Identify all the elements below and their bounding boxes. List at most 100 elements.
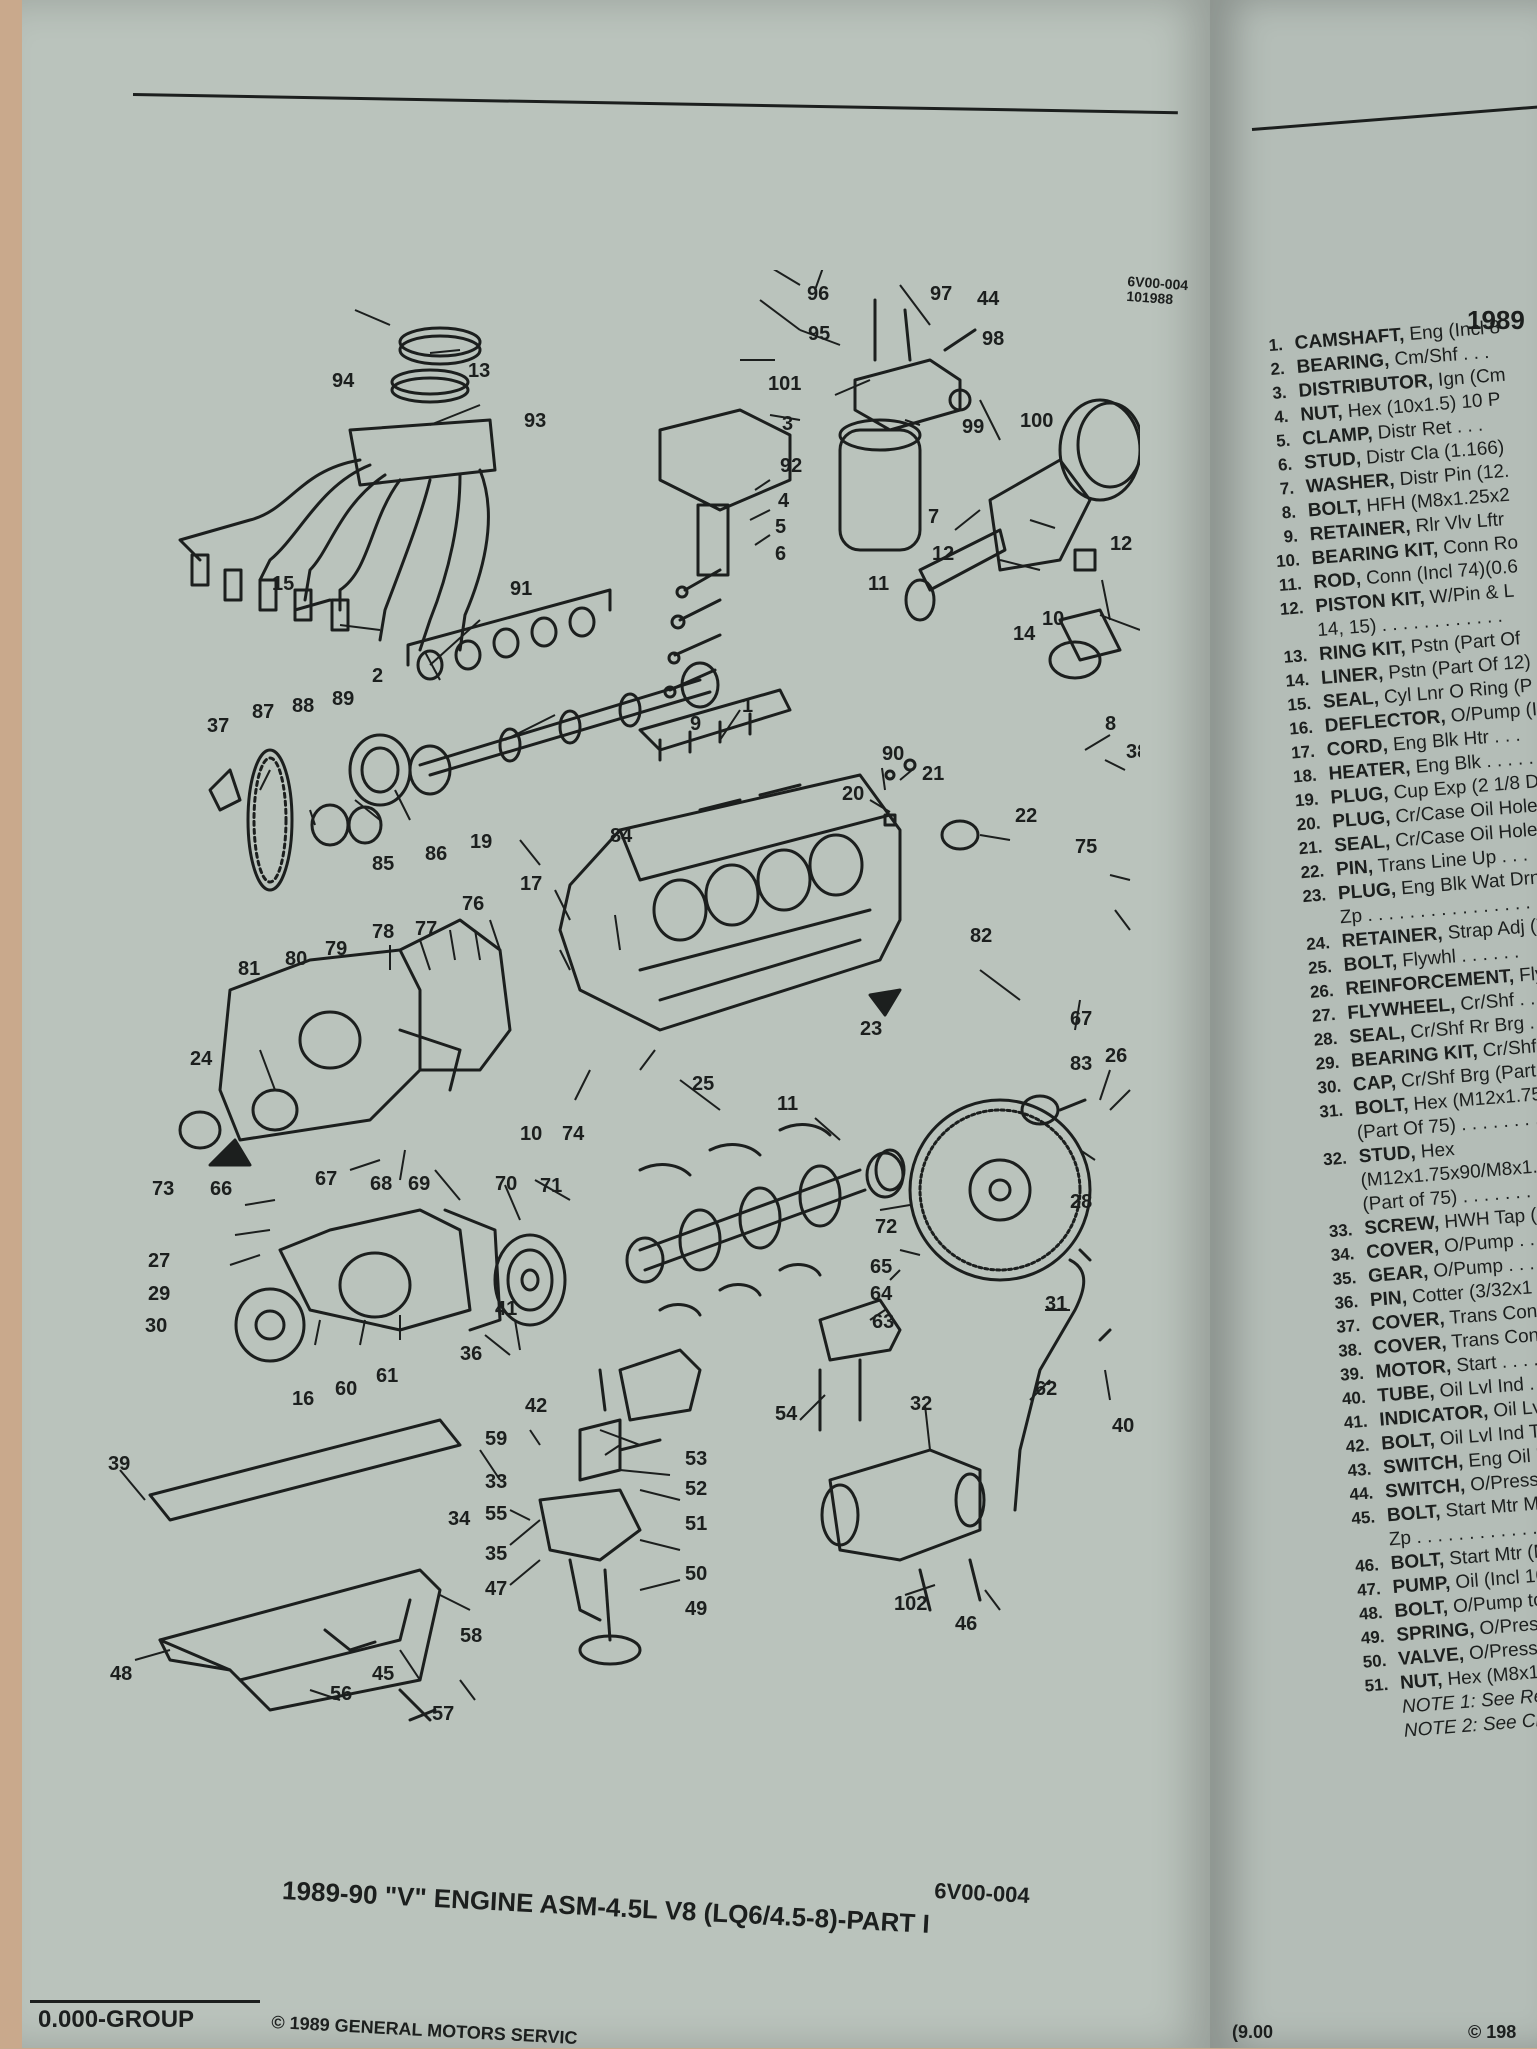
callout-label: 30 bbox=[145, 1315, 167, 1337]
callout-label: 89 bbox=[332, 688, 354, 710]
oil-pan bbox=[148, 1418, 462, 1722]
part-name: STUD, bbox=[1357, 1142, 1417, 1168]
callout-label: 16 bbox=[292, 1388, 314, 1410]
callout-label: 52 bbox=[685, 1478, 707, 1500]
callout-label: 81 bbox=[238, 958, 260, 980]
callout-label: 5 bbox=[775, 516, 786, 538]
part-name: PIN, bbox=[1369, 1287, 1408, 1312]
part-description: Cr/Shf . . . bbox=[1459, 987, 1537, 1016]
part-description: Oil Lvl . . bbox=[1492, 1395, 1537, 1422]
part-description: Cr/Shf . bbox=[1481, 1035, 1537, 1062]
callout-label: 1 bbox=[742, 695, 753, 717]
callout-label: 69 bbox=[408, 1173, 430, 1195]
part-number: 3. bbox=[1271, 382, 1288, 403]
callout-label: 42 bbox=[525, 1395, 547, 1417]
part-name: BOLT, bbox=[1342, 950, 1398, 977]
callout-label: 87 bbox=[252, 701, 274, 723]
callout-label: 49 bbox=[685, 1598, 707, 1620]
part-name: BOLT, bbox=[1307, 496, 1363, 522]
part-name: PLUG, bbox=[1331, 807, 1392, 833]
callout-label: 77 bbox=[415, 918, 437, 940]
callout-label: 90 bbox=[882, 743, 904, 765]
oil-pump bbox=[538, 1368, 662, 1666]
callout-label: 29 bbox=[148, 1283, 170, 1305]
callout-label: 48 bbox=[110, 1663, 132, 1685]
callout-label: 101 bbox=[768, 373, 801, 395]
part-name: CORD, bbox=[1325, 735, 1389, 761]
callout-label: 11 bbox=[868, 573, 889, 595]
part-description: W/Pin & L bbox=[1429, 580, 1515, 609]
part-number: 31. bbox=[1318, 1100, 1344, 1122]
right-page-year: 1989 bbox=[1467, 305, 1525, 335]
callout-label: 25 bbox=[692, 1073, 714, 1095]
callout-label: 19 bbox=[470, 831, 492, 853]
timing-set bbox=[208, 733, 412, 892]
part-number: 47. bbox=[1356, 1579, 1382, 1600]
part-name: BOLT, bbox=[1386, 1501, 1442, 1527]
right-page bbox=[1210, 0, 1537, 2048]
part-name: SEAL, bbox=[1348, 1022, 1406, 1048]
callout-label: 73 bbox=[152, 1178, 174, 1200]
part-number: 39. bbox=[1339, 1363, 1365, 1385]
engine-block bbox=[558, 758, 980, 1032]
callout-label: 35 bbox=[485, 1543, 507, 1565]
callout-label: 68 bbox=[370, 1173, 392, 1195]
part-name: VALVE, bbox=[1397, 1643, 1465, 1670]
oil-level-tube bbox=[1013, 1248, 1112, 1512]
part-number: 33. bbox=[1328, 1220, 1354, 1242]
flywheel bbox=[908, 1094, 1092, 1282]
part-number: 28. bbox=[1313, 1028, 1339, 1050]
callout-label: 44 bbox=[977, 288, 1000, 310]
part-name: CAP, bbox=[1352, 1071, 1397, 1096]
part-number: 27. bbox=[1311, 1004, 1337, 1026]
part-number: 26. bbox=[1309, 981, 1335, 1002]
callout-labels: 96 97 44 95 98 101 3 99 100 13 94 93 92 … bbox=[108, 283, 1140, 1725]
part-number: 30. bbox=[1316, 1076, 1342, 1098]
part-number: 5. bbox=[1275, 430, 1292, 451]
part-number: 24. bbox=[1305, 933, 1331, 954]
callout-label: 88 bbox=[292, 695, 314, 717]
part-name: BOLT, bbox=[1389, 1549, 1445, 1575]
callout-label: 12 bbox=[932, 543, 954, 565]
part-description: Hex bbox=[1420, 1139, 1456, 1163]
part-number: 9. bbox=[1282, 526, 1299, 547]
part-name: COVER, bbox=[1365, 1236, 1440, 1264]
part-number: 18. bbox=[1292, 765, 1318, 787]
part-number: 51. bbox=[1363, 1674, 1389, 1696]
callout-label: 9 bbox=[690, 713, 701, 735]
callout-label: 31 bbox=[1045, 1293, 1067, 1315]
part-name: SEAL, bbox=[1322, 687, 1380, 713]
callout-label: 6 bbox=[775, 543, 786, 565]
callout-label: 3 bbox=[782, 413, 793, 435]
part-number: 8. bbox=[1281, 502, 1297, 523]
callout-label: 78 bbox=[372, 921, 394, 943]
right-footer-left: (9.00 bbox=[1232, 2022, 1274, 2042]
callout-label: 17 bbox=[520, 873, 542, 895]
callout-label: 55 bbox=[485, 1503, 507, 1525]
part-number: 14. bbox=[1284, 669, 1310, 691]
starter-motor bbox=[820, 1448, 986, 1612]
distributor bbox=[658, 408, 792, 699]
callout-label: 54 bbox=[775, 1403, 798, 1425]
callout-label: 40 bbox=[1112, 1415, 1134, 1437]
callout-label: 23 bbox=[860, 1018, 882, 1040]
part-name: TUBE, bbox=[1376, 1381, 1436, 1407]
part-number: 46. bbox=[1354, 1555, 1380, 1577]
part-number: 4. bbox=[1273, 406, 1290, 427]
part-name: ROD, bbox=[1312, 568, 1362, 594]
callout-label: 13 bbox=[468, 360, 490, 382]
callout-label: 4 bbox=[778, 490, 790, 512]
part-name: PIN, bbox=[1335, 856, 1374, 881]
callout-label: 94 bbox=[332, 370, 355, 392]
part-number: 49. bbox=[1360, 1627, 1386, 1648]
callout-label: 65 bbox=[870, 1256, 892, 1278]
part-number: 44. bbox=[1348, 1483, 1374, 1505]
callout-label: 57 bbox=[432, 1703, 454, 1725]
callout-label: 75 bbox=[1075, 836, 1097, 858]
callout-label: 56 bbox=[330, 1683, 352, 1705]
part-name: BOLT, bbox=[1380, 1429, 1436, 1455]
part-name: GEAR, bbox=[1367, 1261, 1430, 1288]
part-number: 7. bbox=[1279, 478, 1295, 499]
part-name: PLUG, bbox=[1329, 783, 1390, 809]
callout-label: 24 bbox=[190, 1048, 213, 1070]
